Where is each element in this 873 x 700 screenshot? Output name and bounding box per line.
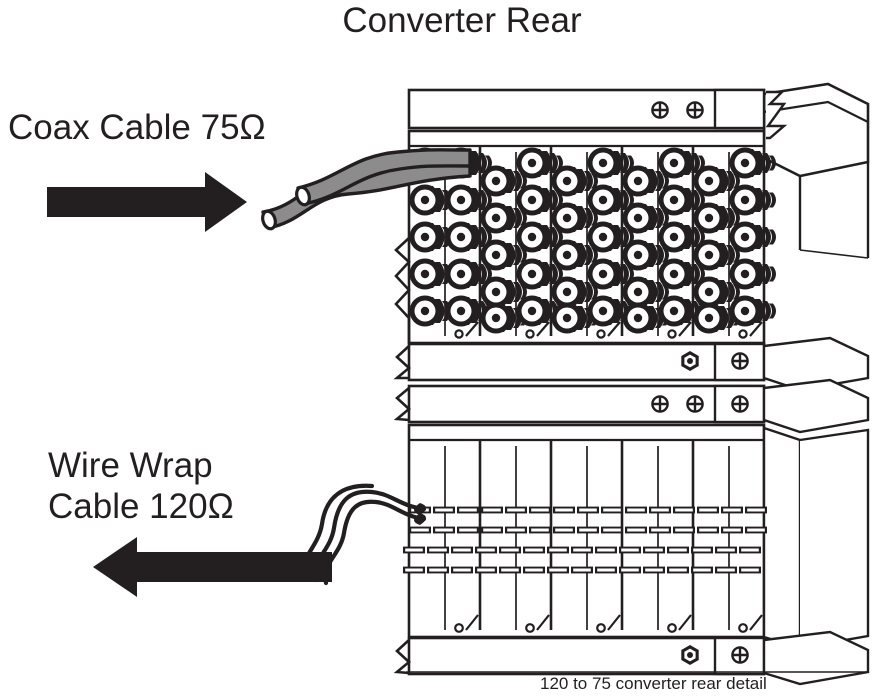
screw-icon — [651, 395, 669, 413]
coax-ejector-levers — [454, 321, 763, 339]
coax-cable-end — [261, 209, 277, 231]
break-line-icon — [393, 639, 411, 675]
wirewrap-arrow — [93, 537, 332, 597]
ww-side-panel — [762, 426, 802, 650]
coax-rail-flange — [762, 336, 870, 392]
ww-module-dividers — [478, 440, 695, 630]
coax-top-rail-bracket — [713, 88, 766, 130]
break-line-icon — [393, 387, 411, 422]
wirewrap-label-line2: Cable 120Ω — [48, 487, 234, 526]
coax-chassis-side-panel — [762, 82, 870, 259]
page-title: Converter Rear — [342, 1, 582, 40]
diagram-caption: 120 to 75 converter rear detail — [540, 674, 767, 693]
screw-icon — [731, 646, 749, 664]
coax-top-rail — [407, 88, 766, 130]
ww-top-rail — [407, 384, 766, 424]
screw-icon — [686, 101, 704, 119]
wirewrap-cables — [301, 483, 427, 586]
screw-icon — [651, 101, 669, 119]
ww-ejector-levers — [454, 614, 763, 633]
screw-icon — [686, 395, 704, 413]
ww-bottom-rail — [407, 636, 766, 676]
break-line-icon — [393, 345, 411, 380]
coax-cable-end — [295, 185, 311, 207]
coax-cable-upper — [296, 148, 472, 206]
ww-side-panel-3d — [799, 428, 870, 650]
coax-bottom-rail — [407, 342, 766, 382]
wirewrap-label-line1: Wire Wrap — [48, 446, 213, 485]
screw-icon — [731, 395, 749, 413]
wirewrap-chassis — [393, 378, 870, 686]
screw-icon — [731, 352, 749, 370]
break-line-icon — [394, 237, 411, 343]
coax-cables — [261, 148, 472, 231]
coax-arrow — [47, 172, 247, 232]
coax-cable-label: Coax Cable 75Ω — [8, 108, 266, 147]
break-line-icon — [765, 90, 788, 140]
ww-rail-flange — [762, 378, 870, 434]
wirewrap-cable-terminations — [414, 503, 426, 525]
